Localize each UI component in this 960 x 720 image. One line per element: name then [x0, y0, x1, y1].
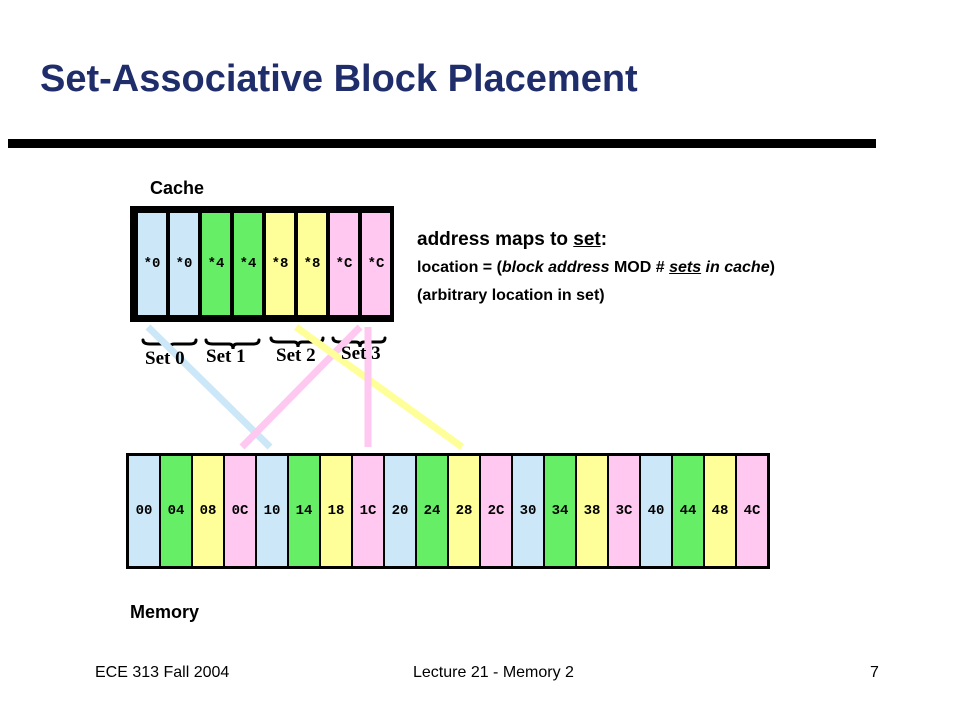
mapping-note-line2: location = (block address MOD # sets in … [417, 259, 775, 277]
note-text: MOD # [609, 259, 670, 276]
memory-block: 40 [641, 456, 671, 566]
memory-block: 1C [353, 456, 383, 566]
cache-block: *4 [234, 213, 262, 315]
memory-block: 34 [545, 456, 575, 566]
set-3-label: Set 3 [341, 343, 381, 364]
mapping-note-line3: (arbitrary location in set) [417, 287, 605, 304]
note-text: ) [769, 259, 775, 276]
cache-block: *C [362, 213, 390, 315]
note-text: address maps to [417, 229, 574, 250]
cache-box: *0*0*4*4*8*8*C*C [130, 206, 394, 322]
memory-block: 48 [705, 456, 735, 566]
memory-block: 3C [609, 456, 639, 566]
memory-block: 14 [289, 456, 319, 566]
page-title: Set-Associative Block Placement [40, 58, 638, 100]
title-divider [8, 139, 876, 148]
footer-page-number: 7 [870, 664, 879, 681]
memory-label: Memory [130, 602, 200, 622]
note-set-word: set [573, 229, 601, 250]
cache-block: *C [330, 213, 358, 315]
memory-block: 30 [513, 456, 543, 566]
mapping-note-line1: address maps to set: [417, 229, 607, 251]
memory-block: 10 [257, 456, 287, 566]
memory-block: 28 [449, 456, 479, 566]
memory-block: 0C [225, 456, 255, 566]
memory-block: 20 [385, 456, 415, 566]
footer-course: ECE 313 Fall 2004 [95, 664, 230, 681]
cache-block: *0 [138, 213, 166, 315]
set-2-label: Set 2 [276, 345, 316, 366]
memory-block: 2C [481, 456, 511, 566]
cache-label: Cache [150, 178, 205, 198]
cache-block: *8 [298, 213, 326, 315]
set-1-label: Set 1 [206, 346, 246, 367]
cache-block: *0 [170, 213, 198, 315]
memory-to-set3-arrow-left [239, 324, 363, 450]
cache-block: *4 [202, 213, 230, 315]
set-0-label: Set 0 [145, 348, 185, 369]
set-1-brace [204, 338, 261, 350]
memory-block: 04 [161, 456, 191, 566]
footer-lecture: Lecture 21 - Memory 2 [413, 664, 574, 681]
note-sets-word: sets [669, 259, 702, 276]
memory-block: 38 [577, 456, 607, 566]
memory-block: 00 [129, 456, 159, 566]
memory-block: 08 [193, 456, 223, 566]
memory-block: 4C [737, 456, 767, 566]
note-text: location = ( [417, 259, 502, 276]
cache-blocks: *0*0*4*4*8*8*C*C [138, 213, 390, 315]
memory-to-set0-arrow [145, 324, 273, 450]
set-3-brace [331, 336, 387, 348]
note-in-cache: in cache [701, 259, 770, 276]
memory-to-set2-arrow [293, 324, 465, 450]
memory-block: 18 [321, 456, 351, 566]
memory-block: 44 [673, 456, 703, 566]
memory-block: 24 [417, 456, 447, 566]
note-text: : [600, 229, 608, 250]
cache-block: *8 [266, 213, 294, 315]
note-block-address: block address [501, 259, 610, 276]
